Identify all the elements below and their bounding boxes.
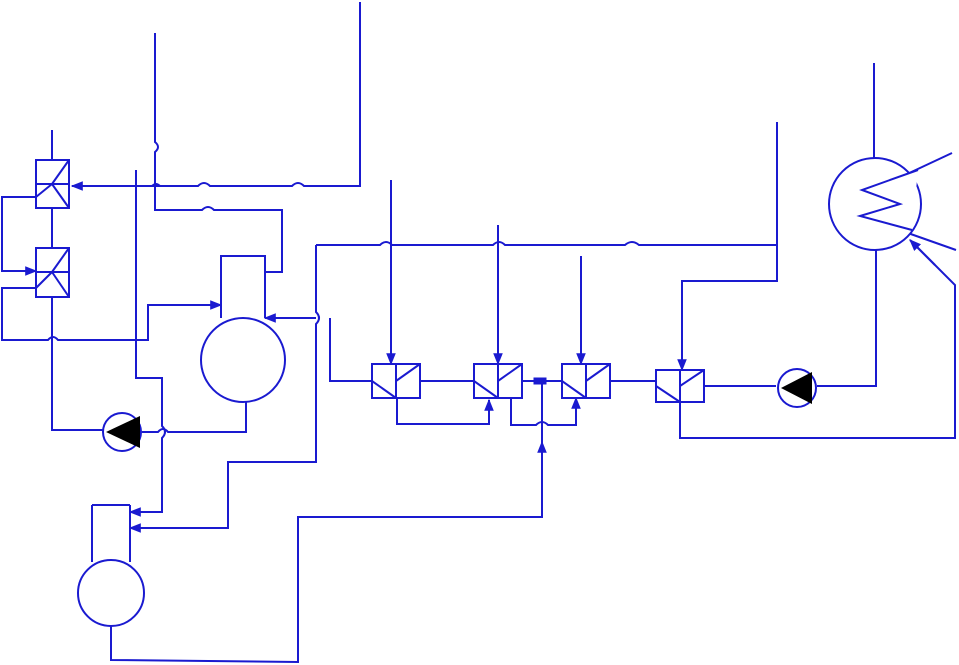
heater-4 [655,369,705,403]
pipe [681,245,778,370]
pipe [1,196,36,272]
condenser-right [828,157,922,251]
pump-left [102,412,142,452]
heat-exchanger-upper-left [35,159,70,209]
heater-2 [473,363,523,399]
pipe [154,33,283,273]
pipe [904,231,957,251]
pipe [396,398,490,425]
pipe [110,448,543,664]
pipe [510,398,577,426]
flow-arrow [909,239,936,266]
pipe [679,242,956,439]
pipe [817,248,877,387]
pipe [130,170,166,513]
pipe [1,287,220,341]
drum-vessel-lower [77,559,145,627]
pipe [142,402,247,433]
junction-fitting [533,377,547,385]
heater-1 [371,363,421,399]
pump-right [777,368,817,408]
pipe [329,318,372,382]
heat-exchanger-lower-left [35,247,70,298]
heater-3 [561,363,611,399]
pipe [72,2,361,187]
drum-vessel-main [200,255,286,403]
pipe [316,122,778,246]
flow-arrows [10,181,936,533]
pipe [51,297,103,431]
pipe [130,245,320,529]
